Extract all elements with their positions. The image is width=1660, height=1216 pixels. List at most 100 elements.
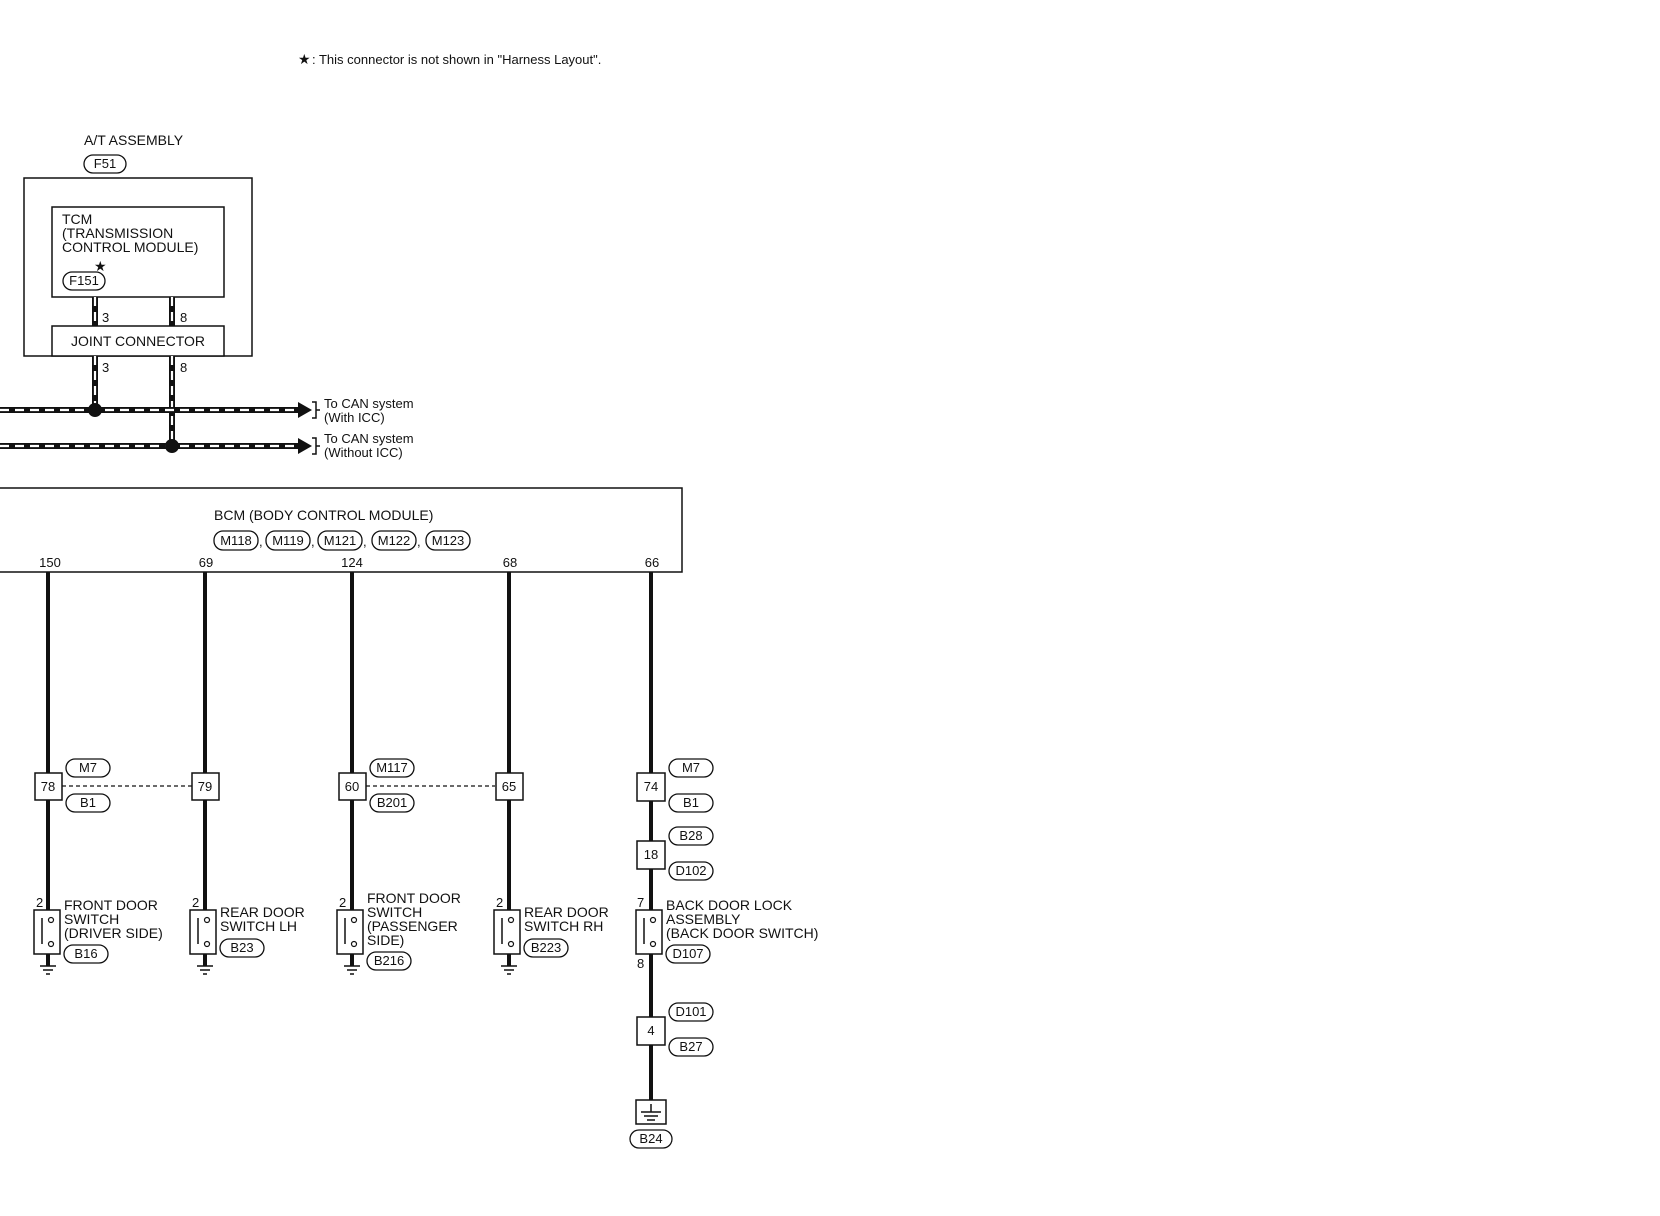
svg-text:18: 18 [644,847,658,862]
connector-b201: B201 [369,793,415,813]
svg-text:F51: F51 [94,156,116,171]
bcm-label: BCM (BODY CONTROL MODULE) [214,507,433,523]
svg-text:M118: M118 [220,533,252,548]
can-without-icc-line1: To CAN system [324,431,414,446]
inline-pin-60: 60 [338,772,367,801]
note-star: ★ [298,51,311,67]
tcm-pin-8: 8 [180,310,187,325]
inline-pin-4: 4 [636,1016,666,1046]
svg-text:B28: B28 [679,828,702,843]
svg-text:ASSEMBLY: ASSEMBLY [666,911,741,927]
svg-text:FRONT DOOR: FRONT DOOR [64,897,158,913]
svg-text:D102: D102 [675,863,706,878]
svg-text:D107: D107 [672,946,703,961]
tcm-label-1: TCM [62,211,92,227]
svg-text:M7: M7 [682,760,700,775]
connector-b1-a: B1 [65,793,111,813]
tcm-label-2: (TRANSMISSION [62,225,173,241]
svg-text:65: 65 [502,779,516,794]
svg-text:M122: M122 [378,533,411,548]
rear-door-switch-rh: 2 REAR DOOR SWITCH RH B223 [493,895,609,975]
tcm-star: ★ [94,258,107,274]
svg-text:M7: M7 [79,760,97,775]
svg-text:M121: M121 [324,533,357,548]
svg-text:2: 2 [36,895,43,910]
connector-m122: M122 [371,530,417,551]
connector-b1-b: B1 [668,793,714,813]
svg-text:SWITCH LH: SWITCH LH [220,918,297,934]
svg-text:REAR DOOR: REAR DOOR [220,904,305,920]
svg-text:B16: B16 [74,946,97,961]
connector-m119: M119 [265,530,311,551]
svg-text:74: 74 [644,779,658,794]
svg-text:B24: B24 [639,1131,662,1146]
svg-text:SIDE): SIDE) [367,932,404,948]
can-with-icc-line2: (With ICC) [324,410,385,425]
at-assembly-label: A/T ASSEMBLY [84,132,184,148]
inline-pin-18: 18 [636,840,666,870]
svg-text:M119: M119 [272,533,304,548]
can-arrow-with-icc [298,402,312,418]
rear-door-switch-lh: 2 REAR DOOR SWITCH LH B23 [189,895,305,975]
connector-d102: D102 [668,861,714,881]
connector-m7-b: M7 [668,758,714,778]
inline-pin-65: 65 [495,772,524,801]
svg-text:SWITCH: SWITCH [367,904,422,920]
connector-m123: M123 [425,530,471,551]
svg-text:BACK DOOR LOCK: BACK DOOR LOCK [666,897,793,913]
bcm-pin-124: 124 [341,555,363,570]
svg-text:2: 2 [192,895,199,910]
svg-text:B223: B223 [531,940,561,955]
bcm-pin-68: 68 [503,555,517,570]
inline-pin-78: 78 [34,772,63,801]
bcm-pin-69: 69 [199,555,213,570]
joint-connector-box [51,325,225,357]
svg-text:REAR DOOR: REAR DOOR [524,904,609,920]
bcm-connector-sep-4: , [417,534,421,549]
back-door-switch: 7 8 BACK DOOR LOCK ASSEMBLY (BACK DOOR S… [635,895,818,971]
svg-text:(PASSENGER: (PASSENGER [367,918,458,934]
svg-text:SWITCH: SWITCH [64,911,119,927]
svg-text:78: 78 [41,779,55,794]
tcm-label-3: CONTROL MODULE) [62,239,198,255]
svg-text:F151: F151 [69,273,99,288]
connector-m121: M121 [317,530,363,551]
svg-text:79: 79 [198,779,212,794]
svg-text:B1: B1 [80,795,96,810]
connector-m117: M117 [369,758,415,778]
svg-text:M117: M117 [376,760,408,775]
can-bracket-1 [312,401,320,419]
inline-pin-79: 79 [191,772,220,801]
bcm-box [0,487,683,573]
svg-text:M123: M123 [432,533,465,548]
svg-text:2: 2 [339,895,346,910]
tcm-pin-3: 3 [102,310,109,325]
svg-text:B1: B1 [683,795,699,810]
svg-text:7: 7 [637,895,644,910]
svg-text:4: 4 [647,1023,654,1038]
front-door-switch-passenger: 2 FRONT DOOR SWITCH (PASSENGER SIDE) B21… [336,890,461,975]
joint-pin-3: 3 [102,360,109,375]
can-arrow-without-icc [298,438,312,454]
bcm-pin-150: 150 [39,555,61,570]
svg-text:B201: B201 [377,795,407,810]
ground-b24: B24 [629,1099,673,1149]
connector-b27: B27 [668,1037,714,1057]
svg-text:B23: B23 [230,940,253,955]
svg-text:FRONT DOOR: FRONT DOOR [367,890,461,906]
can-without-icc-line2: (Without ICC) [324,445,403,460]
note-text: : This connector is not shown in "Harnes… [312,52,601,67]
bcm-pin-66: 66 [645,555,659,570]
svg-text:8: 8 [637,956,644,971]
can-splice-l [165,439,179,453]
svg-text:(DRIVER SIDE): (DRIVER SIDE) [64,925,163,941]
can-with-icc-line1: To CAN system [324,396,414,411]
connector-b28: B28 [668,826,714,846]
svg-text:B216: B216 [374,953,404,968]
front-door-switch-driver: 2 FRONT DOOR SWITCH (DRIVER SIDE) B16 [33,895,163,975]
connector-m118: M118 [213,530,259,551]
joint-connector-label: JOINT CONNECTOR [71,333,205,349]
bcm-connector-sep-2: , [311,534,315,549]
bcm-connector-sep-3: , [363,534,367,549]
